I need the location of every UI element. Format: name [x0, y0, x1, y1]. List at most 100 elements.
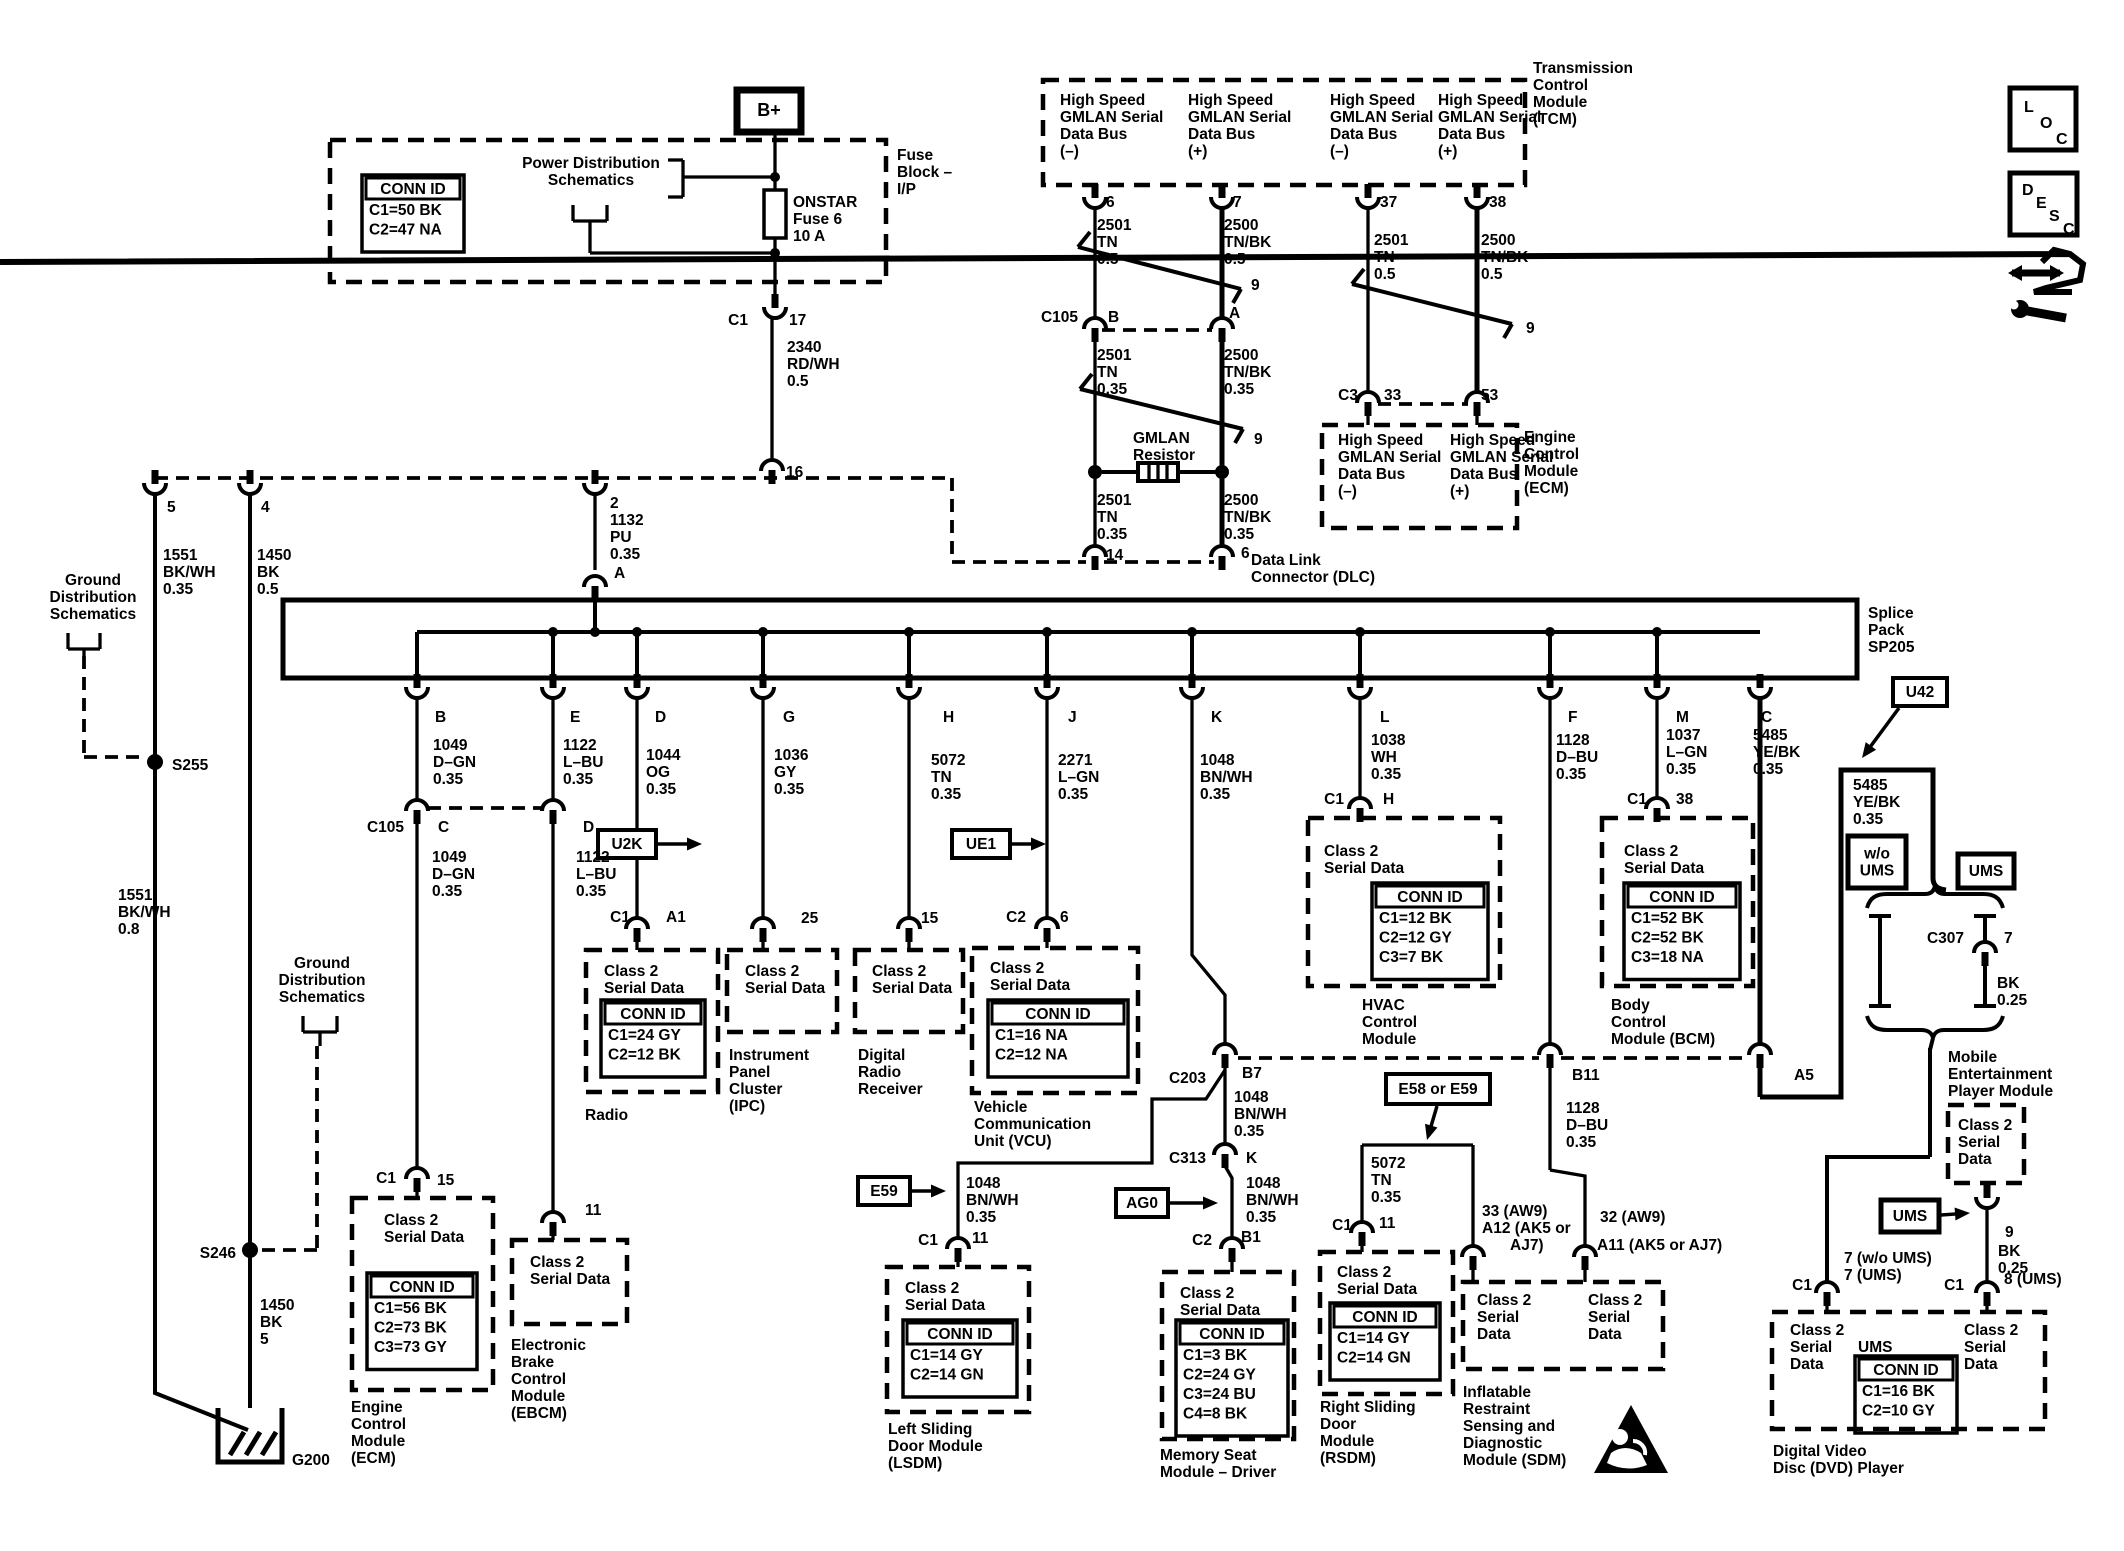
- junction-dot: [548, 627, 558, 637]
- fuse-conn-id-row: C1=50 BK: [369, 202, 443, 219]
- connector-icon: [1747, 1042, 1773, 1056]
- car-direction-icon-arrow-left: [2008, 265, 2022, 281]
- radio-conn-id-header-box: [603, 1001, 703, 1026]
- mobile-ent-class2-box: [1945, 1102, 2027, 1186]
- connector-icon: [1347, 686, 1373, 700]
- arrow-head-icon: [687, 837, 702, 851]
- label: G: [783, 709, 795, 726]
- wire: [1502, 323, 1514, 339]
- label: K: [1211, 709, 1223, 726]
- vcu-conn-id: [986, 998, 1130, 1079]
- car-direction-icon-wrench-notch: [2009, 300, 2019, 310]
- loc-icon-letter: O: [2040, 115, 2052, 132]
- label: C1: [1944, 1277, 1964, 1294]
- connector-icon: [759, 458, 785, 472]
- arrow-head-icon: [1862, 742, 1877, 758]
- bcm-conn-id: [1622, 881, 1742, 982]
- brace-lower: [1865, 1015, 2005, 1039]
- label: C307: [1927, 930, 1964, 947]
- label: 9: [1526, 320, 1535, 337]
- connector-icon: [237, 482, 263, 496]
- connector-icon: [1537, 686, 1563, 700]
- connector-icon: [624, 916, 650, 930]
- ag0-callout: [1114, 1187, 1170, 1219]
- connector-icon: [1219, 1236, 1245, 1250]
- msm-conn-id-row: C4=8 BK: [1183, 1406, 1248, 1423]
- ecm-conn-id-row: C3=73 GY: [374, 1339, 447, 1356]
- hvac-conn-id-row: C2=12 GY: [1379, 930, 1452, 947]
- label: C2: [1006, 909, 1026, 926]
- ecm-conn-id-header-box: [369, 1274, 475, 1299]
- connector-icon: [404, 686, 430, 700]
- wire: [1077, 245, 1242, 291]
- junction-dot: [758, 627, 768, 637]
- wire: [1079, 387, 1244, 431]
- label: D: [655, 709, 666, 726]
- car-direction-icon-arrow-right: [2050, 265, 2064, 281]
- dvd-conn-id-header: CONN ID: [1873, 1362, 1938, 1379]
- hvac-box: [1305, 815, 1503, 989]
- connector-icon: [404, 1166, 430, 1180]
- arrow-head-icon: [1031, 837, 1046, 851]
- junction-dot: [590, 627, 600, 637]
- u42-callout: [1891, 676, 1949, 708]
- ag0-callout-label: AG0: [1126, 1195, 1158, 1212]
- wire: [1223, 1165, 1234, 1238]
- u42-callout-label: U42: [1906, 684, 1934, 701]
- connector-icon: [582, 482, 608, 496]
- ums-tag: [1955, 851, 2017, 891]
- msm-conn-id-row: C1=3 BK: [1183, 1347, 1248, 1364]
- fuse-conn-id: [360, 173, 466, 254]
- dvd-conn-id-row: C1=16 BK: [1862, 1383, 1936, 1400]
- label: S255: [172, 757, 209, 774]
- ground-symbol-g200-hatch: [259, 1430, 279, 1457]
- dvd-conn-id-row: C2=10 GY: [1862, 1403, 1935, 1420]
- ums-tag-lower: [1878, 1197, 1942, 1235]
- connector-icon: [540, 686, 566, 700]
- connector-icon: [1349, 1220, 1375, 1234]
- label: J: [1068, 709, 1077, 726]
- lsdm-conn-id-header: CONN ID: [927, 1326, 992, 1343]
- radio-conn-id-row: C2=12 BK: [608, 1047, 682, 1064]
- fuse-conn-id-header: CONN ID: [380, 181, 445, 198]
- airbag-warning-icon-head: [1612, 1429, 1628, 1445]
- label: M: [1676, 709, 1689, 726]
- label: 16: [786, 464, 804, 481]
- label: 11: [585, 1202, 602, 1219]
- ue1-callout: [950, 828, 1012, 860]
- label: 33: [1384, 387, 1402, 404]
- ecm-top-box: [1319, 422, 1520, 531]
- label: 4: [261, 499, 270, 516]
- label: C1: [918, 1232, 938, 1249]
- connector-icon: [1644, 686, 1670, 700]
- loc-icon-letter: C: [2056, 131, 2068, 148]
- label: C: [1761, 709, 1772, 726]
- loc-icon: [2007, 85, 2079, 153]
- connector-icon: [1644, 796, 1670, 810]
- label: C1: [1792, 1277, 1812, 1294]
- msm-conn-id-header-box: [1178, 1321, 1286, 1346]
- label: 8 (UMS): [2004, 1271, 2062, 1288]
